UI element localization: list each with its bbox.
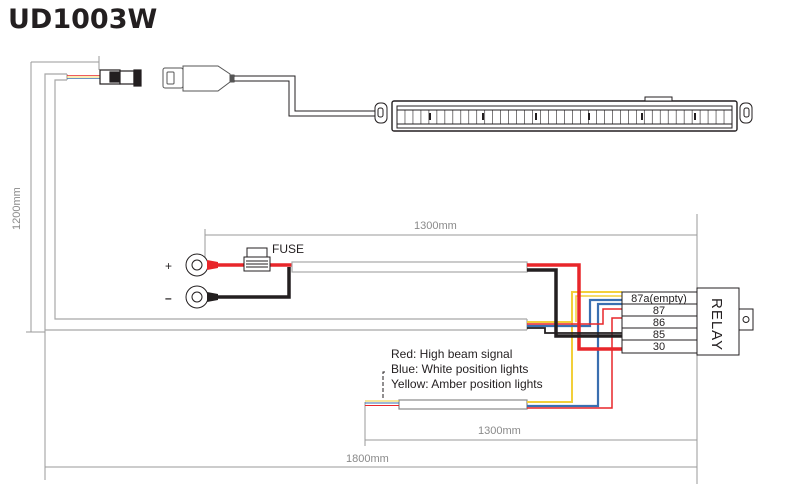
- lightbar-led-cells: [404, 110, 725, 124]
- relay-pin-table: [621, 291, 698, 354]
- relay-pin-87a: 87a(empty): [631, 293, 687, 305]
- signal-input-wires: [365, 400, 399, 406]
- led-emitter: [535, 113, 537, 120]
- power-harness-sheath: [291, 261, 528, 273]
- relay-pin-30: 30: [653, 341, 665, 353]
- dim-label-1200: 1200mm: [11, 187, 23, 230]
- relay-body: [696, 287, 754, 356]
- lightbar-cable: [234, 75, 378, 117]
- negative-wire: [218, 267, 291, 299]
- relay-wiring: [527, 263, 622, 409]
- lightbar-connector: [162, 65, 235, 92]
- dim-label-1300-bottom: 1300mm: [478, 425, 521, 437]
- positive-label: +: [165, 259, 172, 273]
- legend-leader-line: [382, 371, 387, 398]
- legend-red: Red: High beam signal: [391, 347, 512, 361]
- dimension-lines: [26, 56, 698, 484]
- relay-label: RELAY: [708, 298, 725, 351]
- relay-pin-87: 87: [653, 305, 665, 317]
- led-emitter: [694, 113, 696, 120]
- relay-pin-85: 85: [653, 329, 665, 341]
- product-title: UD1003W: [8, 4, 158, 35]
- negative-label: –: [165, 291, 172, 305]
- led-emitter: [429, 113, 431, 120]
- fuse-label: FUSE: [272, 242, 304, 256]
- legend-blue: Blue: White position lights: [391, 362, 528, 376]
- dim-label-1300-top: 1300mm: [414, 220, 457, 232]
- relay-pin-86: 86: [653, 317, 665, 329]
- dim-label-1800: 1800mm: [346, 453, 389, 465]
- led-emitter: [588, 113, 590, 120]
- fuse: [243, 247, 271, 272]
- harness-connector: [99, 69, 142, 87]
- positive-terminal: [185, 253, 218, 277]
- led-emitter: [482, 113, 484, 120]
- legend-yellow: Yellow: Amber position lights: [391, 377, 543, 391]
- signal-harness-sheath: [398, 399, 528, 410]
- connector-wires: [67, 75, 100, 79]
- negative-terminal: [185, 285, 218, 309]
- led-emitter: [641, 113, 643, 120]
